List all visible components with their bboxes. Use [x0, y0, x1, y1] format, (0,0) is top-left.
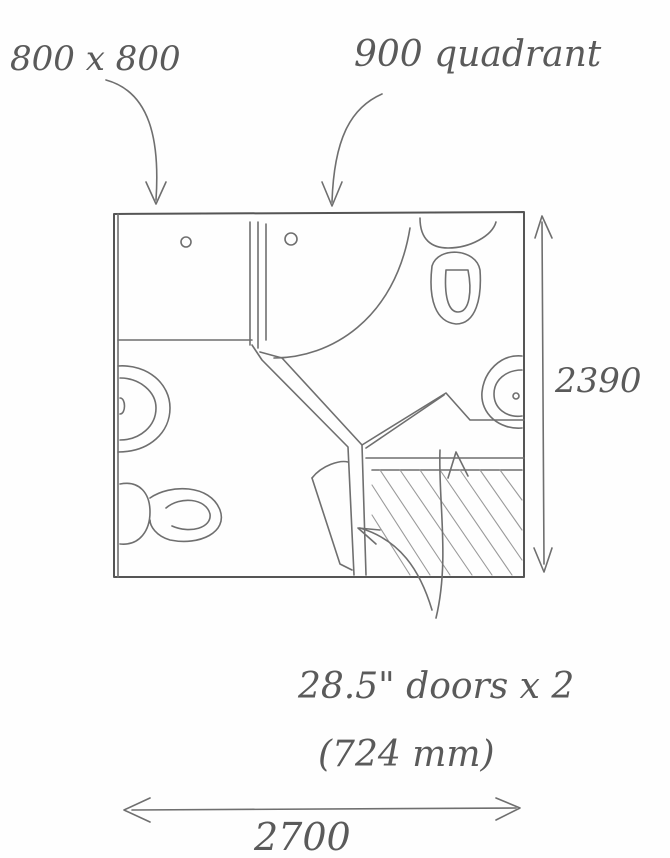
doors-label-line1: 28.5" doors x 2: [297, 666, 574, 707]
shower-drain-icon: [180, 236, 192, 248]
shower-quadrant: [265, 223, 411, 359]
shower-800-cubicle: [117, 221, 259, 349]
doors-label-line2: (724 mm): [318, 734, 495, 775]
door-swing-left: [311, 460, 353, 571]
quadrant-drain-icon: [284, 232, 298, 246]
arrow-shower-quadrant: [321, 93, 383, 207]
hatched-area: [371, 469, 523, 576]
toilet-top-right-icon: [419, 217, 497, 325]
room-outline: [113, 211, 525, 578]
door-swing-right: [365, 394, 445, 449]
shower-quadrant-label: 900 quadrant: [354, 34, 602, 75]
basin-left-icon: [117, 365, 171, 453]
dimension-arrow-vertical: [533, 215, 553, 573]
toilet-left-icon: [119, 482, 223, 545]
partition-walls: [251, 344, 525, 576]
height-dimension-label: 2390: [554, 361, 642, 401]
width-dimension-label: 2700: [253, 815, 351, 858]
dimension-arrow-horizontal: [123, 797, 521, 823]
arrow-shower-square: [105, 79, 167, 205]
basin-right-icon: [481, 355, 523, 429]
arrow-doors: [357, 449, 469, 619]
shower-square-label: 800 x 800: [10, 39, 181, 79]
